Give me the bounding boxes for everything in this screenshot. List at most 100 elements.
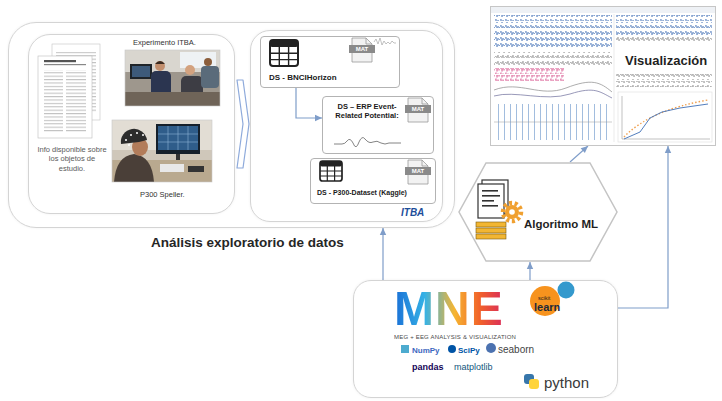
python-logo xyxy=(529,379,539,389)
ml-icon xyxy=(503,203,521,221)
table-icon xyxy=(320,166,342,181)
dataset-name: DS - BNCIHorizon xyxy=(269,73,337,83)
logo-text: ITBA xyxy=(401,207,424,218)
dataset-name: DS - P300-Dataset (Kaggle) xyxy=(317,189,407,197)
paper-document xyxy=(44,60,76,62)
eeg-screenshot xyxy=(616,74,712,80)
photo-caption: P300 Speller. xyxy=(140,190,185,199)
p300-speller-photo xyxy=(112,120,212,182)
datasets-panel: ITBA DS - BNCIHorizon DS – ERP Event-Relat… xyxy=(250,30,443,222)
ml-icon xyxy=(505,205,519,219)
mat-file-icon xyxy=(374,38,396,45)
scikit-logo xyxy=(530,286,560,316)
logo-text: MNE xyxy=(394,285,504,333)
table-icon xyxy=(320,161,342,181)
lab-photo xyxy=(125,50,220,108)
ml-icon xyxy=(482,190,498,192)
mat-file-icon xyxy=(422,98,428,104)
eeg-screenshot xyxy=(624,104,708,139)
arrow-head xyxy=(380,228,386,235)
eeg-screenshot xyxy=(616,36,712,42)
table-icon xyxy=(270,40,298,47)
lab-photo xyxy=(185,65,195,75)
numpy-icon xyxy=(401,345,409,353)
library-name: NumPy xyxy=(412,346,440,356)
panel-heading: Análisis exploratorio de datos xyxy=(151,235,344,250)
table-icon xyxy=(320,161,342,167)
p300-speller-photo xyxy=(156,124,200,154)
eeg-screenshot xyxy=(494,122,612,123)
paper-document xyxy=(38,44,100,138)
connector-line xyxy=(382,228,383,280)
eeg-screenshot xyxy=(494,59,612,65)
connector-line xyxy=(570,146,588,162)
logo-text: learn xyxy=(534,301,560,313)
library-name: pandas xyxy=(412,362,444,373)
mat-file-icon xyxy=(349,38,396,62)
mat-file-icon xyxy=(405,167,431,175)
arrow-head xyxy=(581,146,588,153)
eeg-screenshot xyxy=(616,22,712,28)
library-name: seaborn xyxy=(498,344,534,356)
lab-photo xyxy=(204,58,212,66)
python-logo xyxy=(524,374,539,389)
eeg-screenshot xyxy=(494,22,612,28)
visualization-panel: Visualización xyxy=(490,6,716,146)
eeg-screenshot xyxy=(494,29,612,35)
scikit-logo xyxy=(530,282,575,317)
connector xyxy=(237,80,249,168)
table-icon xyxy=(270,40,298,66)
dataset-name: DS – ERP Event-Related Potential: xyxy=(329,102,405,121)
paper-document xyxy=(44,64,86,65)
file-type: MAT xyxy=(405,105,431,113)
scipy-icon xyxy=(448,345,456,353)
library-name: SciPy xyxy=(458,346,480,356)
scikit-logo xyxy=(558,282,575,299)
mat-file-icon xyxy=(405,98,431,122)
ml-icon xyxy=(482,200,494,202)
eeg-screenshot xyxy=(616,15,712,21)
eeg-screenshot xyxy=(494,90,612,98)
ml-icon xyxy=(482,195,500,197)
p300-speller-photo xyxy=(158,126,198,150)
ml-icon xyxy=(509,209,515,215)
p300-speller-photo xyxy=(142,134,144,136)
table-icon xyxy=(270,47,298,66)
panel-label: Visualización xyxy=(623,53,709,69)
paper-document xyxy=(66,70,86,132)
connector-line xyxy=(296,88,322,118)
file-type: MAT xyxy=(349,45,375,53)
panel-text: Info disponible sobre los objetos de est… xyxy=(35,145,109,173)
mat-file-icon xyxy=(366,38,372,44)
ml-icon xyxy=(478,184,504,218)
eeg-screenshot xyxy=(614,14,615,142)
lab-photo xyxy=(125,50,220,106)
mat-file-icon xyxy=(405,160,431,184)
ml-icon xyxy=(476,228,506,233)
p300-speller-photo xyxy=(114,154,154,182)
connector xyxy=(296,88,322,121)
mat-file-icon xyxy=(422,160,428,166)
eeg-screenshot xyxy=(491,7,715,13)
file-type: MAT xyxy=(405,167,431,175)
dataset-box: DS - P300-Dataset (Kaggle) xyxy=(310,158,436,204)
p300-speller-photo xyxy=(158,126,198,150)
eeg-screenshot xyxy=(494,15,612,21)
arrow-head xyxy=(527,262,533,269)
seaborn-icon xyxy=(486,343,496,353)
photo-caption: Experimento ITBA. xyxy=(133,38,196,47)
p300-speller-photo xyxy=(112,120,212,182)
lab-photo xyxy=(130,64,152,79)
mat-file-icon xyxy=(405,105,431,113)
connector-line xyxy=(618,146,668,308)
p300-speller-photo xyxy=(136,132,138,134)
tools-panel: MNEMEG + EEG ANALYSIS & VISUALIZATIONsci… xyxy=(353,280,618,398)
table-icon xyxy=(320,161,342,181)
connector xyxy=(570,146,588,162)
ml-icon xyxy=(482,205,498,207)
dataset-box: DS - BNCIHorizon xyxy=(260,36,400,88)
eeg-screenshot xyxy=(616,81,712,87)
ml-icon xyxy=(476,222,506,227)
